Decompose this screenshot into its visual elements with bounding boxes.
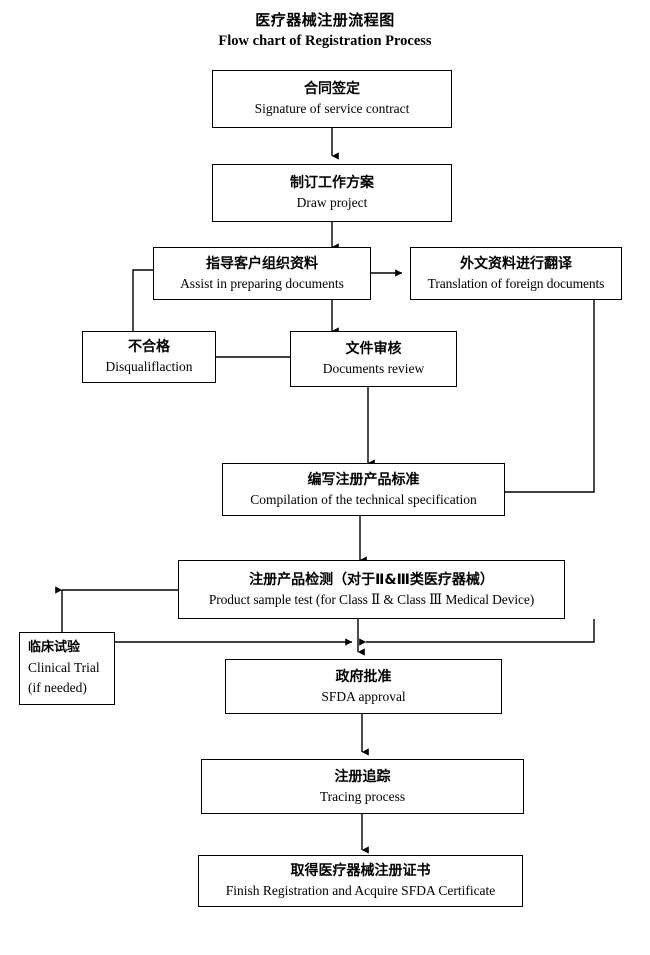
node-disqualification[interactable]: 不合格 Disqualiflaction	[82, 331, 216, 383]
node-clinical-trial-english: Clinical Trial	[28, 660, 100, 675]
node-documents-review-chinese: 文件审核	[345, 341, 402, 357]
node-technical-spec-chinese: 编写注册产品标准	[307, 471, 420, 488]
chart-title-chinese: 医疗器械注册流程图	[255, 11, 395, 29]
node-sfda-approval-english: SFDA approval	[321, 688, 406, 704]
node-translation-chinese: 外文资料进行翻译	[460, 255, 572, 272]
node-draw-project[interactable]: 制订工作方案 Draw project	[212, 164, 452, 222]
node-sfda-approval[interactable]: 政府批准 SFDA approval	[225, 659, 502, 714]
node-documents-review-english: Documents review	[322, 361, 425, 376]
node-product-sample-test-english: Product sample test (for Class Ⅱ & Class…	[208, 591, 535, 607]
node-assist-documents[interactable]: 指导客户组织资料 Assist in preparing documents	[153, 247, 371, 300]
node-tracing[interactable]: 注册追踪 Tracing process	[201, 759, 524, 814]
node-draw-project-chinese: 制订工作方案	[290, 175, 374, 191]
node-documents-review[interactable]: 文件审核 Documents review	[290, 331, 457, 387]
node-tracing-chinese: 注册追踪	[334, 768, 391, 785]
chart-title-english: Flow chart of Registration Process	[218, 33, 432, 49]
chart-title: 医疗器械注册流程图 Flow chart of Registration Pro…	[0, 10, 650, 51]
node-translation-english: Translation of foreign documents	[427, 275, 605, 291]
node-sfda-approval-chinese: 政府批准	[335, 668, 392, 685]
node-assist-documents-english: Assist in preparing documents	[180, 275, 344, 291]
node-technical-spec[interactable]: 编写注册产品标准 Compilation of the technical sp…	[222, 463, 505, 516]
node-disqualification-chinese: 不合格	[128, 339, 170, 355]
node-technical-spec-english: Compilation of the technical specificati…	[250, 491, 477, 507]
edge-translation-to-techspec	[498, 300, 595, 496]
node-disqualification-english: Disqualiflaction	[105, 359, 193, 374]
edge-disqualification-to-assist	[132, 269, 153, 331]
node-finish-chinese: 取得医疗器械注册证书	[290, 863, 431, 879]
node-clinical-trial-note: (if needed)	[28, 680, 87, 695]
node-product-sample-test-chinese: 注册产品检测（对于Ⅱ&Ⅲ类医疗器械）	[249, 571, 494, 588]
node-translation[interactable]: 外文资料进行翻译 Translation of foreign document…	[410, 247, 622, 300]
node-product-sample-test[interactable]: 注册产品检测（对于Ⅱ&Ⅲ类医疗器械） Product sample test (…	[178, 560, 565, 619]
node-contract-chinese: 合同签定	[304, 81, 360, 97]
node-contract-english: Signature of service contract	[254, 101, 410, 116]
node-clinical-trial-chinese: 临床试验	[28, 640, 81, 655]
edge-sampletest-right-to-junction	[359, 619, 595, 646]
node-tracing-english: Tracing process	[319, 788, 406, 804]
node-draw-project-english: Draw project	[296, 195, 368, 210]
node-finish-english: Finish Registration and Acquire SFDA Cer…	[225, 883, 496, 898]
node-clinical-trial[interactable]: 临床试验 Clinical Trial (if needed)	[19, 632, 115, 705]
node-assist-documents-chinese: 指导客户组织资料	[206, 255, 318, 272]
node-contract[interactable]: 合同签定 Signature of service contract	[212, 70, 452, 128]
node-finish[interactable]: 取得医疗器械注册证书 Finish Registration and Acqui…	[198, 855, 523, 907]
